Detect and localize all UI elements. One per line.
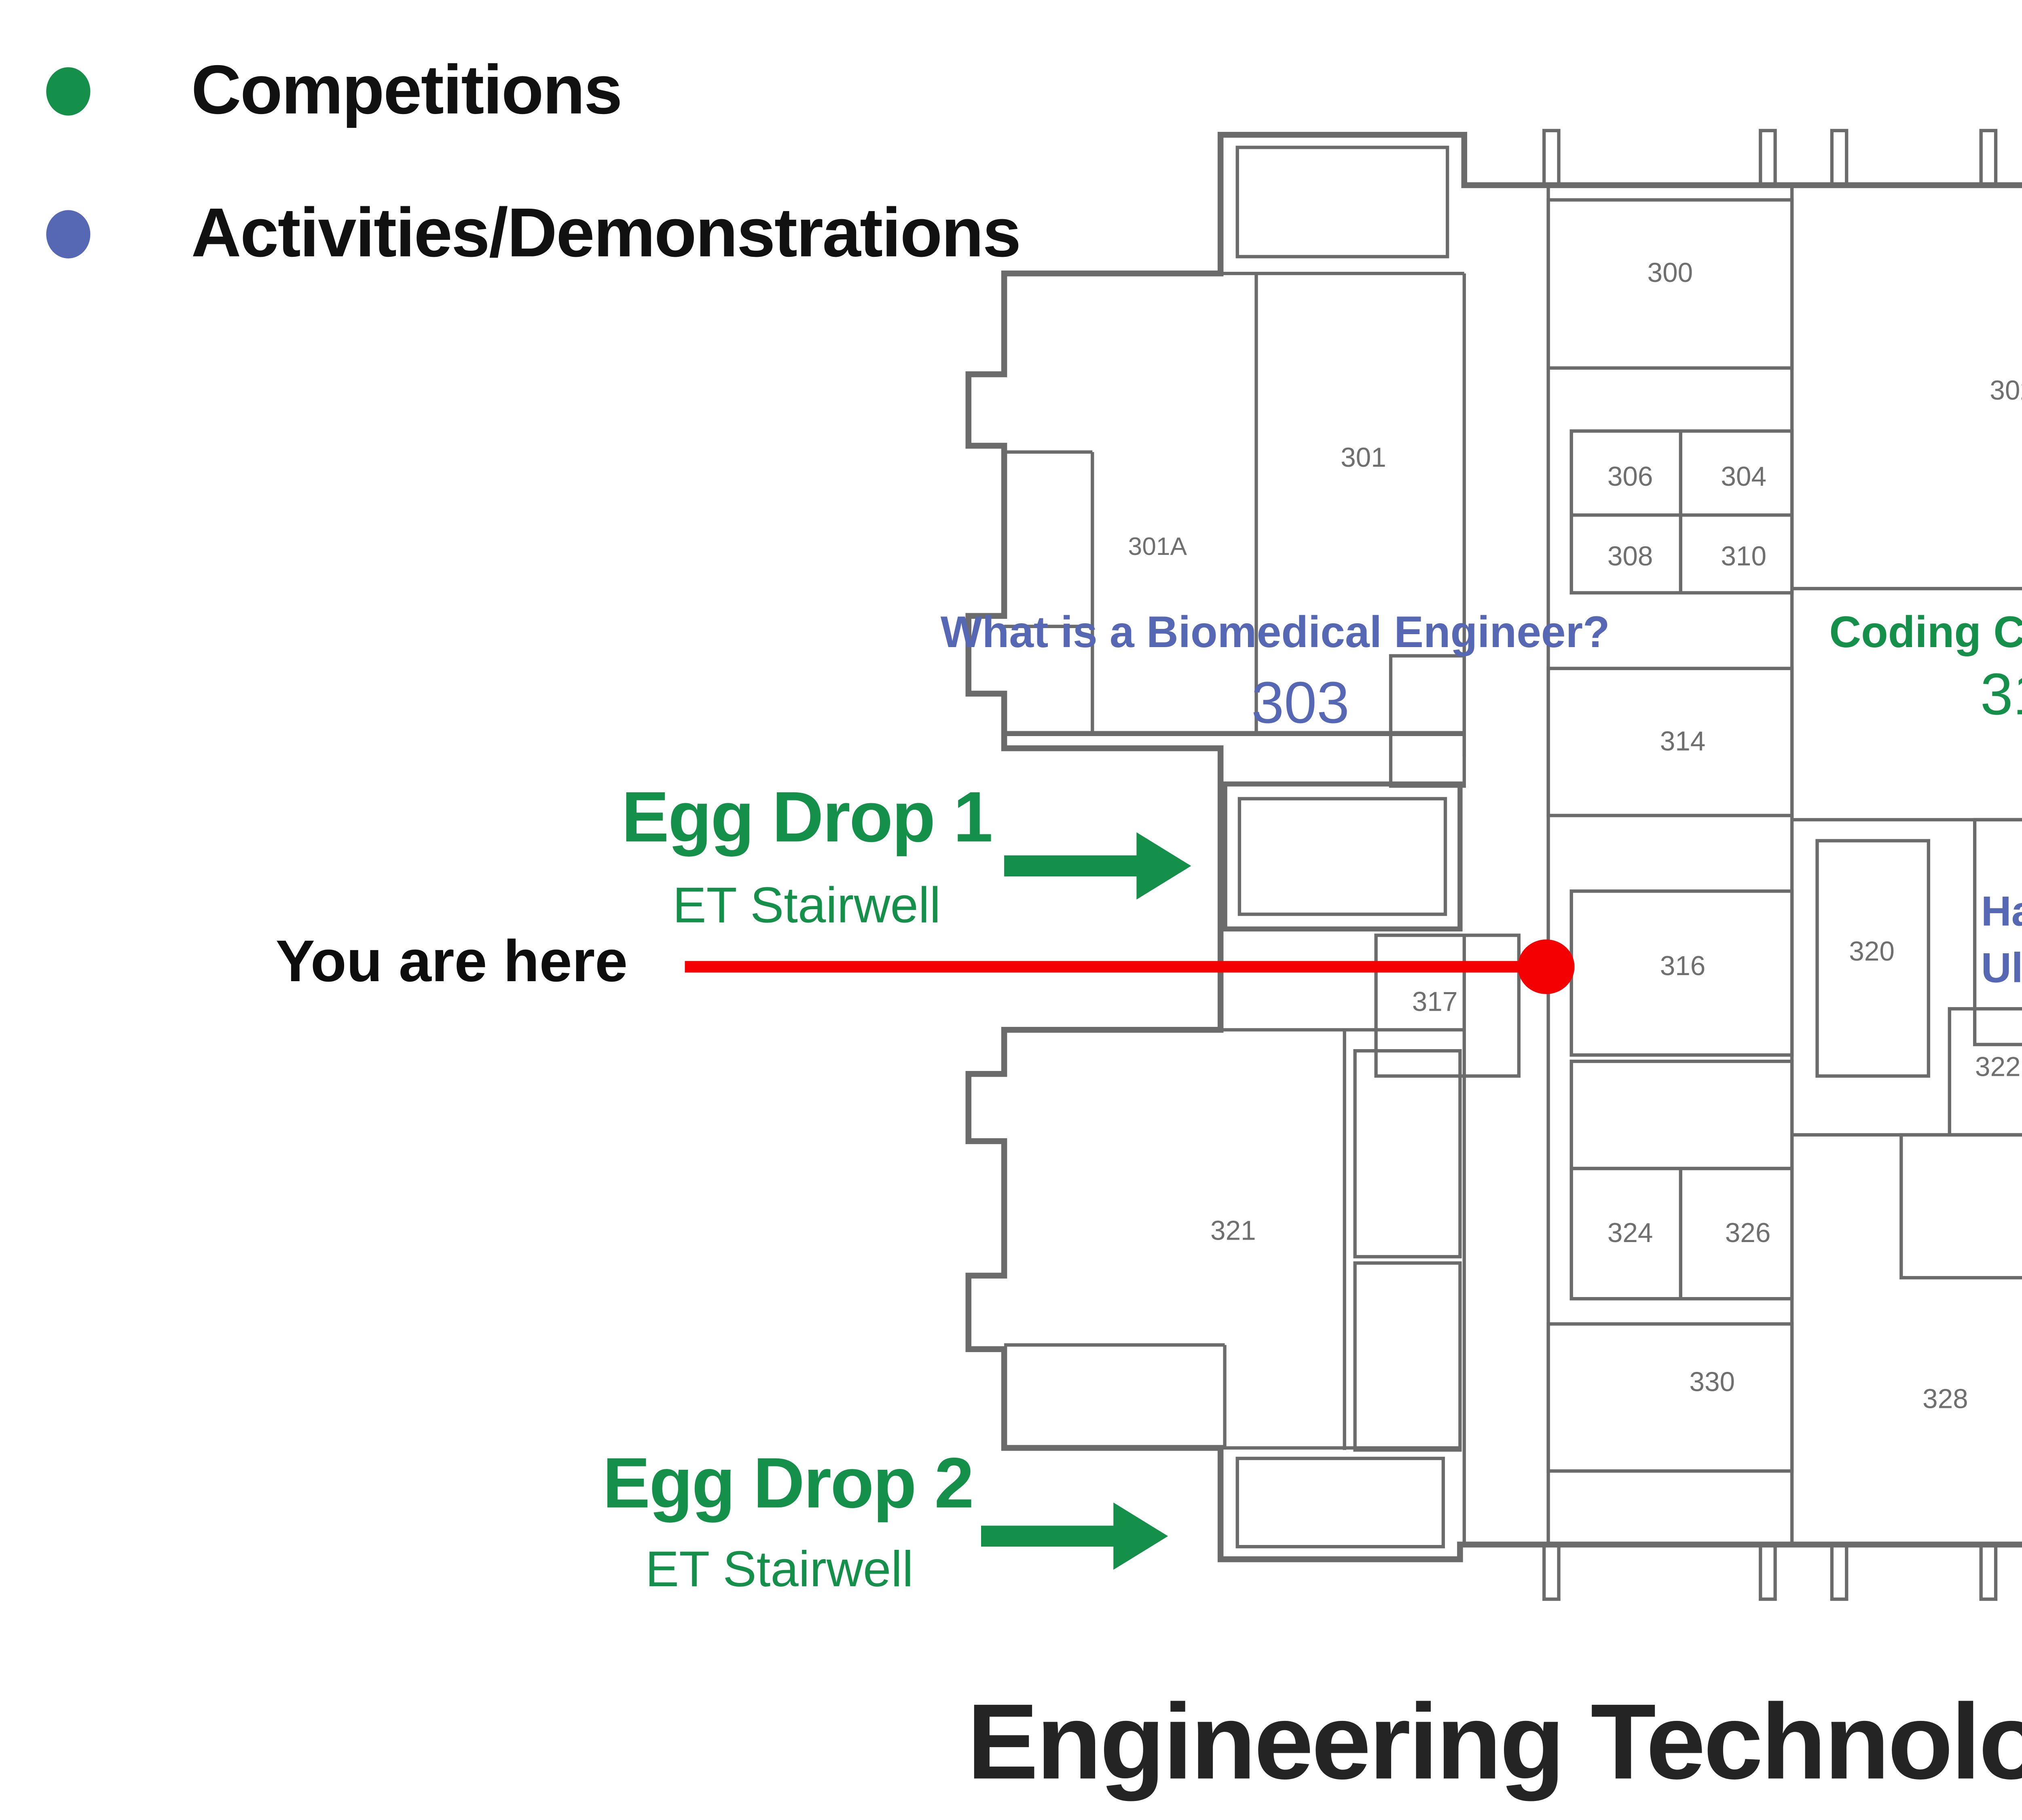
room-label-328: 328: [1923, 1384, 1968, 1414]
room-label-314: 314: [1660, 726, 1706, 756]
room-label-320: 320: [1849, 936, 1895, 967]
room-labels: 300 302 301 301A 306 304 308 310 314 316…: [1128, 258, 2022, 1414]
room-label-330: 330: [1689, 1367, 1735, 1397]
legend-item-activities: Activities/Demonstrations: [46, 193, 1022, 273]
room-label-321: 321: [1210, 1216, 1256, 1246]
room-label-324: 324: [1607, 1218, 1653, 1248]
room-label-308: 308: [1607, 541, 1653, 571]
room-label-301: 301: [1341, 442, 1386, 473]
competitions-dot-icon: [46, 66, 91, 115]
egg-drop-2-arrow-icon: [981, 1503, 1168, 1570]
annotation-egg-drop-2-title: Egg Drop 2: [603, 1444, 974, 1524]
activities-dot-icon: [46, 209, 91, 258]
legend-label-competitions: Competitions: [191, 50, 623, 128]
annotation-ultrasound-activity: Ultrasound Activity: [1981, 946, 2022, 993]
room-label-317: 317: [1412, 986, 1458, 1017]
annotation-egg-drop-2-subtitle: ET Stairwell: [645, 1542, 914, 1599]
annotation-egg-drop-1-subtitle: ET Stairwell: [673, 878, 941, 935]
annotation-biomedical-engineer: What is a Biomedical Engineer?: [940, 609, 1610, 658]
floorplan-walls: [965, 129, 2022, 1601]
annotation-egg-drop-1-title: Egg Drop 1: [621, 778, 993, 859]
you-are-here-label: You are here: [275, 929, 628, 994]
legend-label-activities: Activities/Demonstrations: [191, 193, 1022, 271]
room-label-302: 302: [1990, 375, 2022, 406]
annotation-room-312: 312: [1980, 662, 2022, 727]
room-label-304: 304: [1721, 461, 1766, 492]
room-label-326: 326: [1725, 1218, 1771, 1248]
annotation-coding-challenge: Coding Challenge: [1829, 609, 2022, 658]
room-label-300: 300: [1648, 258, 1693, 288]
room-label-310: 310: [1721, 541, 1766, 571]
room-label-316: 316: [1660, 951, 1706, 981]
you-are-here-dot: [1518, 939, 1575, 994]
room-label-301A: 301A: [1128, 533, 1187, 561]
annotation-hands-on: Hands On: [1981, 889, 2022, 936]
page-title: Engineering Technology Floor 3: [967, 1682, 2022, 1802]
room-label-322: 322: [1975, 1052, 2021, 1082]
egg-drop-1-arrow-icon: [1004, 832, 1191, 900]
annotation-room-303: 303: [1251, 670, 1349, 736]
legend-item-competitions: Competitions: [46, 50, 623, 130]
room-label-306: 306: [1607, 461, 1653, 492]
